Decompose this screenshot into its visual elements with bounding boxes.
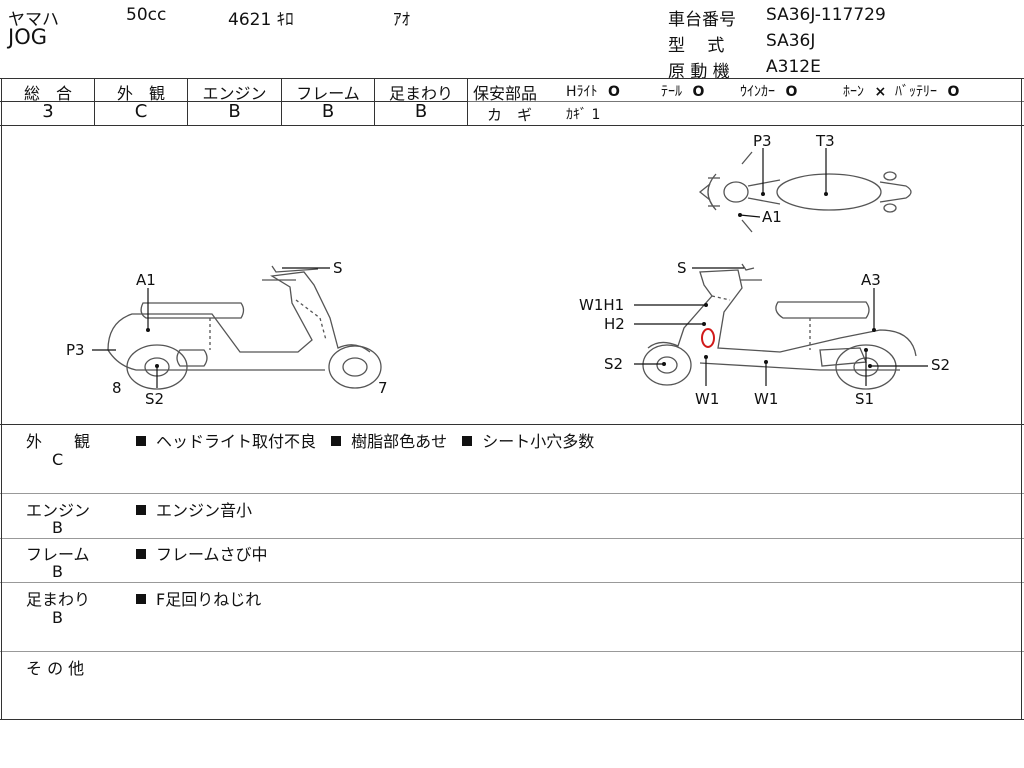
engine-model: A312E <box>766 57 821 77</box>
safety-item-label: ﾊﾞｯﾃﾘｰ <box>895 84 937 100</box>
diagram-label: P3 <box>66 341 85 359</box>
remark-items: エンジン音小 <box>136 497 262 521</box>
bullet-icon <box>462 436 473 446</box>
diagram-label: S <box>677 259 687 277</box>
key-value: ｶｷﾞ 1 <box>566 107 601 123</box>
remark-item: 樹脂部色あせ <box>351 432 448 451</box>
diagram-label: W1 <box>754 390 778 408</box>
remark-label: エンジン <box>26 501 91 520</box>
engine-model-label: 原 動 機 <box>668 62 730 82</box>
safety-item-mark: × <box>874 84 887 100</box>
leader-lines <box>92 148 928 388</box>
grade-engine-value: B <box>228 101 241 122</box>
key-label: カ ギ <box>487 106 533 124</box>
safety-item-mark: O <box>947 84 960 100</box>
remark-grade: B <box>52 518 63 537</box>
remark-label: 足まわり <box>26 590 91 609</box>
bullet-icon <box>136 549 146 559</box>
remark-item: エンジン音小 <box>156 501 253 520</box>
safety-item-label: Hﾗｲﾄ <box>566 84 598 100</box>
remark-grade: C <box>52 450 64 469</box>
damage-mark <box>701 328 715 348</box>
scooter-left-illustration <box>107 265 382 390</box>
scooter-right-illustration <box>642 263 917 390</box>
displacement: 50cc <box>126 5 167 25</box>
grade-suspension-label: 足まわり <box>388 84 453 103</box>
remark-grade: B <box>52 608 63 627</box>
safety-item-mark: O <box>785 84 798 100</box>
remark-items: F足回りねじれ <box>136 586 271 610</box>
frame-number: SA36J-117729 <box>766 5 886 25</box>
safety-item-mark: O <box>607 84 620 100</box>
diagram-label: H2 <box>604 315 625 333</box>
model-type-label: 型 式 <box>668 36 725 56</box>
remark-label: フレーム <box>26 545 90 564</box>
safety-parts-title: 保安部品 <box>473 84 538 103</box>
safety-item-taillight: ﾃｰﾙ O <box>661 81 704 101</box>
frame-number-label: 車台番号 <box>668 10 736 30</box>
remark-label: 外 観 <box>26 432 91 451</box>
bullet-icon <box>136 594 146 604</box>
diagram-label: A1 <box>762 208 782 226</box>
grade-suspension-value: B <box>414 101 428 122</box>
scooter-top-illustration <box>698 151 912 233</box>
safety-item-label: ﾃｰﾙ <box>661 84 682 100</box>
grade-frame-label: フレーム <box>296 84 360 103</box>
safety-item-mark: O <box>692 84 705 100</box>
remark-items: ヘッドライト取付不良 樹脂部色あせ シート小穴多数 <box>136 428 604 452</box>
bullet-icon <box>136 505 146 515</box>
remark-grade: B <box>52 562 63 581</box>
safety-item-headlight: Hﾗｲﾄ O <box>566 81 620 101</box>
diagram-label: 7 <box>378 379 388 397</box>
safety-item-label: ｳｲﾝｶｰ <box>740 84 775 100</box>
bullet-icon <box>136 436 146 446</box>
remark-item: フレームさび中 <box>156 545 268 564</box>
mileage: 4621 ｷﾛ <box>228 10 294 30</box>
diagram-label: A3 <box>861 271 881 289</box>
diagram-label: S2 <box>604 355 623 373</box>
diagram-label: W1 <box>695 390 719 408</box>
diagram-label: S <box>333 259 343 277</box>
body-color: ｱｵ <box>393 10 410 30</box>
diagram-label: S1 <box>855 390 874 408</box>
diagram-label: A1 <box>136 271 156 289</box>
safety-item-winker: ｳｲﾝｶｰ O <box>740 81 797 101</box>
maker-name: ヤマハ <box>8 10 59 30</box>
remark-item: F足回りねじれ <box>156 590 262 609</box>
condition-diagram: S A1 P3 8 S2 7 S A3 W1H1 H2 S2 S2 W1 W1 … <box>66 132 950 408</box>
grade-engine-label: エンジン <box>202 84 267 103</box>
diagram-label: T3 <box>815 132 835 150</box>
remark-items: フレームさび中 <box>136 541 278 565</box>
grade-exterior-label: 外 観 <box>116 84 165 103</box>
diagram-label: P3 <box>753 132 772 150</box>
safety-item-label: ﾎｰﾝ <box>843 84 864 100</box>
diagram-label: S2 <box>145 390 164 408</box>
safety-item-battery: ﾊﾞｯﾃﾘｰ O <box>895 81 959 101</box>
grade-overall-label: 総 合 <box>23 84 72 103</box>
remark-item: ヘッドライト取付不良 <box>156 432 317 451</box>
remark-label: そ の 他 <box>26 659 85 678</box>
grade-overall-value: 3 <box>42 101 54 122</box>
grade-exterior-value: C <box>134 101 148 122</box>
diagram-label: S2 <box>931 356 950 374</box>
diagram-label: 8 <box>112 379 122 397</box>
bullet-icon <box>331 436 342 446</box>
safety-item-horn: ﾎｰﾝ × <box>843 81 886 101</box>
diagram-label: W1H1 <box>579 296 624 314</box>
model-name: JOG <box>8 25 47 49</box>
grade-frame-value: B <box>321 101 335 122</box>
model-type: SA36J <box>766 31 816 51</box>
remark-item: シート小穴多数 <box>482 432 595 451</box>
